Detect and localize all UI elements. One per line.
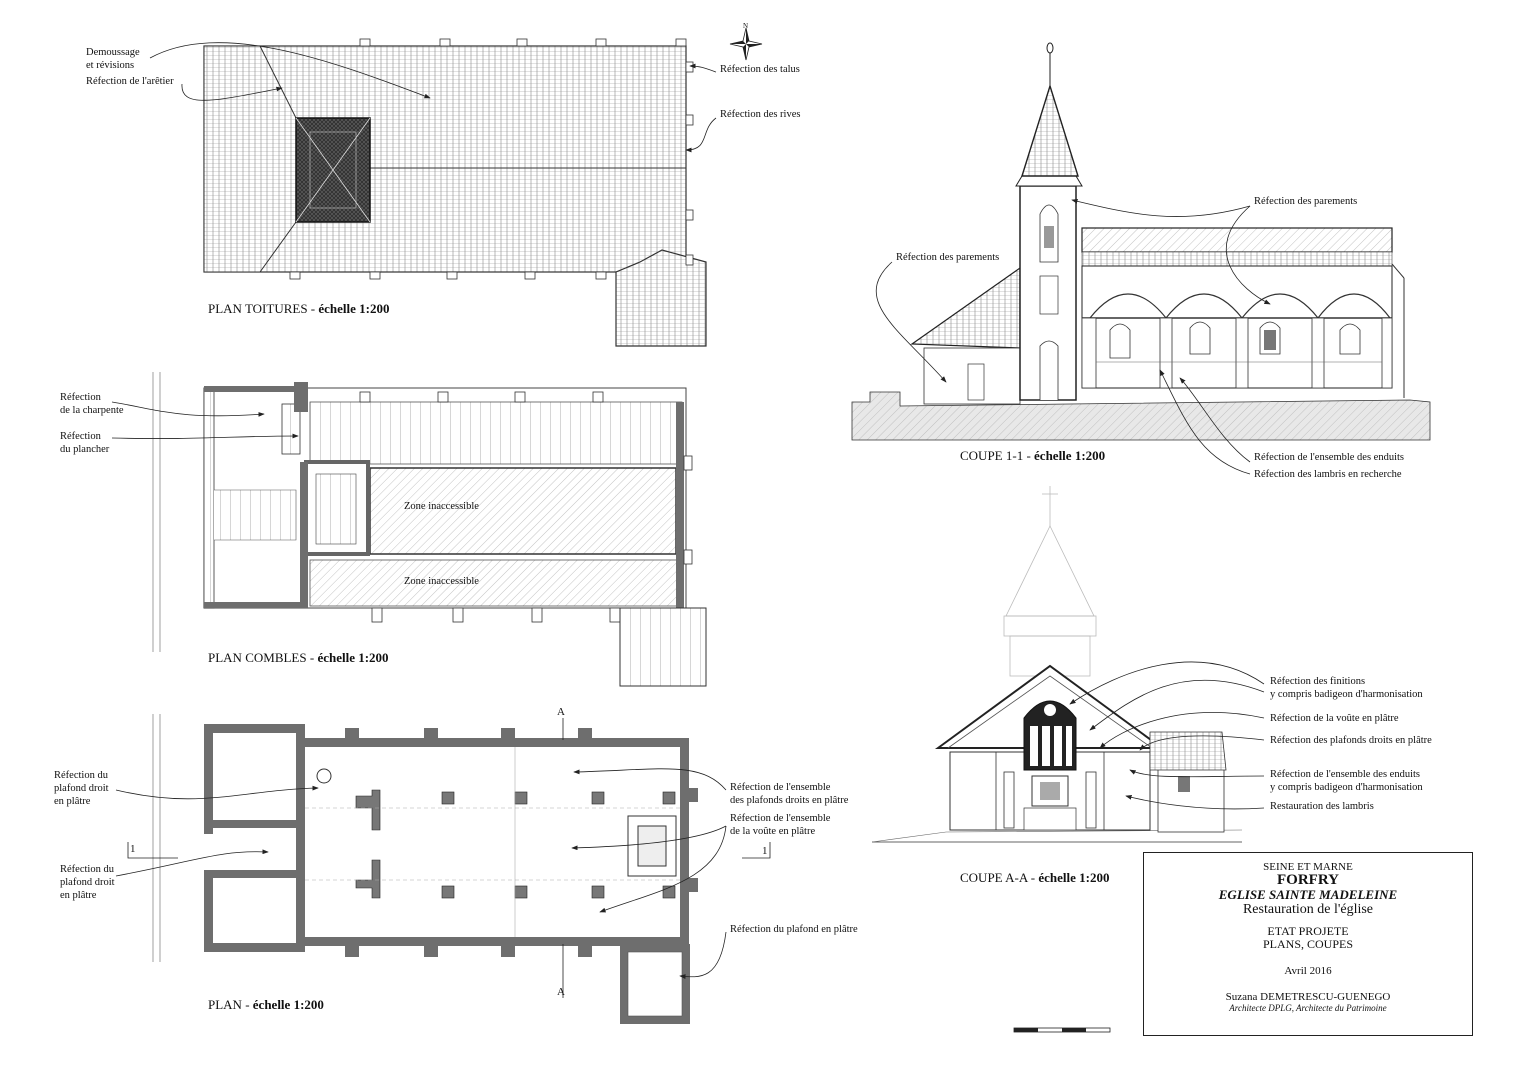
town: FORFRY xyxy=(1277,872,1339,888)
label-revisions: et révisions xyxy=(86,60,135,71)
label-plafonds-droits: Réfection des plafonds droits en plâtre xyxy=(1270,735,1432,746)
title-coupe-1-1: COUPE 1-1 - échelle 1:200 xyxy=(960,448,1106,463)
label-voute-platre: Réfection de la voûte en plâtre xyxy=(1270,713,1399,724)
cut-mark-1-left: 1 xyxy=(130,843,136,855)
label-lambris-recherche: Réfection des lambris en recherche xyxy=(1254,469,1402,480)
label-aretier: Réfection de l'arêtier xyxy=(86,76,174,87)
label-plafond-platre: Réfection du plafond en plâtre xyxy=(730,924,858,935)
architect-qualification: Architecte DPLG, Architecte du Patrimoin… xyxy=(1229,1003,1387,1013)
label-enduits-aa-1: Réfection de l'ensemble des enduits xyxy=(1270,769,1421,780)
label-ensemble-plafonds-2: des plafonds droits en plâtre xyxy=(730,795,849,806)
label-charpente-1: Réfection xyxy=(60,392,101,403)
label-plafond-1b: plafond droit xyxy=(54,783,109,794)
attic-plan xyxy=(152,372,707,687)
label-talus: Réfection des talus xyxy=(720,64,800,75)
label-plancher-2: du plancher xyxy=(60,444,110,455)
content: PLANS, COUPES xyxy=(1262,937,1354,951)
north-compass xyxy=(729,27,763,61)
scale-bar xyxy=(1013,1027,1111,1033)
title-plan-toitures: PLAN TOITURES - échelle 1:200 xyxy=(208,301,390,316)
label-plafond-2a: Réfection du xyxy=(60,864,114,875)
zone-inaccessible-2: Zone inaccessible xyxy=(404,576,479,587)
section-a-a xyxy=(871,486,1243,843)
phase: ETAT PROJETE xyxy=(1267,924,1349,938)
label-ensemble-voute-1: Réfection de l'ensemble xyxy=(730,813,831,824)
label-finitions-1: Réfection des finitions xyxy=(1270,676,1366,687)
date: Avril 2016 xyxy=(1284,965,1332,977)
label-ensemble-voute-2: de la voûte en plâtre xyxy=(730,826,816,837)
label-parements-left: Réfection des parements xyxy=(896,252,1000,263)
label-plafond-1c: en plâtre xyxy=(54,796,91,807)
title-plan-combles: PLAN COMBLES - échelle 1:200 xyxy=(208,650,389,665)
label-lambris: Restauration des lambris xyxy=(1270,801,1374,812)
compass-north: N xyxy=(743,22,749,30)
cut-mark-a-bottom: A xyxy=(557,986,565,998)
title-coupe-a-a: COUPE A-A - échelle 1:200 xyxy=(960,870,1110,885)
section-1-1 xyxy=(851,42,1431,441)
work-title: Restauration de l'église xyxy=(1242,902,1374,917)
label-plafond-2c: en plâtre xyxy=(60,890,97,901)
label-plafond-1a: Réfection du xyxy=(54,770,108,781)
leader-lines xyxy=(111,42,1271,979)
cut-mark-a-top: A xyxy=(557,706,565,718)
church-name: EGLISE SAINTE MADELEINE xyxy=(1218,887,1398,902)
label-charpente-2: de la charpente xyxy=(60,405,124,416)
label-plafond-2b: plafond droit xyxy=(60,877,115,888)
department: SEINE ET MARNE xyxy=(1263,861,1353,873)
label-ensemble-plafonds-1: Réfection de l'ensemble xyxy=(730,782,831,793)
title-plan: PLAN - échelle 1:200 xyxy=(208,997,324,1012)
roof-plan xyxy=(203,38,707,347)
label-plancher-1: Réfection xyxy=(60,431,101,442)
label-enduits: Réfection de l'ensemble des enduits xyxy=(1254,452,1405,463)
label-demoussage: Demoussage xyxy=(86,47,140,58)
label-finitions-2: y compris badigeon d'harmonisation xyxy=(1270,689,1423,700)
zone-inaccessible-1: Zone inaccessible xyxy=(404,501,479,512)
label-enduits-aa-2: y compris badigeon d'harmonisation xyxy=(1270,782,1423,793)
architect-name: Suzana DEMETRESCU-GUENEGO xyxy=(1225,991,1391,1003)
label-rives: Réfection des rives xyxy=(720,109,801,120)
ground-plan xyxy=(127,714,771,1024)
cut-mark-1-right: 1 xyxy=(762,845,768,857)
label-parements-right: Réfection des parements xyxy=(1254,196,1358,207)
title-block: SEINE ET MARNE FORFRY EGLISE SAINTE MADE… xyxy=(1143,852,1473,1036)
